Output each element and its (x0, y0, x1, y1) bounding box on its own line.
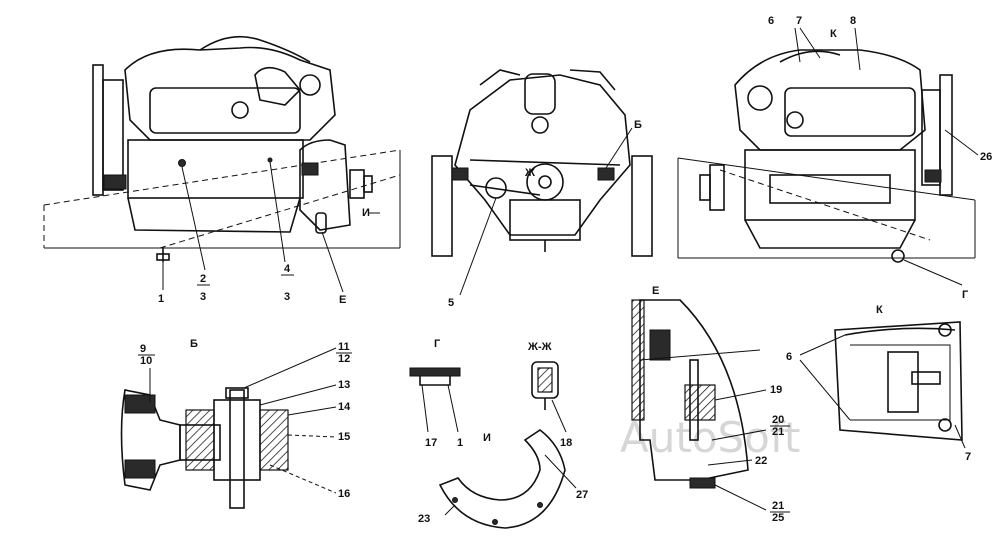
callout-14: 14 (338, 401, 351, 413)
callout-e: Е (339, 294, 346, 306)
callout-27: 27 (576, 489, 588, 501)
detail-k: К 6 7 (786, 304, 971, 463)
detail-k-title: К (876, 304, 883, 316)
detail-g: Г 17 1 (409, 338, 463, 449)
detail-zh-title: Ж-Ж (527, 341, 552, 353)
callout-25: 25 (772, 512, 784, 524)
detail-g-title: Г (434, 338, 441, 350)
callout-g: Г (962, 289, 969, 301)
callout-15: 15 (338, 431, 350, 443)
callout-17: 17 (425, 437, 437, 449)
callout-2: 2 (200, 273, 206, 285)
detail-i: И 23 27 (418, 429, 588, 529)
callout-7: 7 (796, 15, 802, 27)
detail-i-title: И (483, 432, 491, 444)
callout-21b: 21 (772, 500, 784, 512)
callout-13: 13 (338, 379, 350, 391)
front-view: 5 Б Ж (431, 69, 653, 309)
detail-b: Б 9 10 11 12 13 14 15 16 (120, 338, 352, 509)
callout-19: 19 (770, 384, 782, 396)
callout-22: 22 (755, 455, 767, 467)
callout-6b: 6 (786, 351, 792, 363)
right-side-view: 6 7 К 8 26 Г (677, 15, 992, 301)
detail-b-title: Б (190, 338, 198, 350)
callout-18: 18 (560, 437, 572, 449)
view-mark-k: К (830, 28, 837, 40)
callout-b: Б (634, 119, 642, 131)
callout-11: 11 (338, 341, 350, 353)
callout-1: 1 (158, 293, 164, 305)
callout-5: 5 (448, 297, 454, 309)
callout-26: 26 (980, 151, 992, 163)
detail-zh: Ж-Ж 18 (527, 341, 572, 449)
callout-10: 10 (140, 355, 152, 367)
callout-16: 16 (338, 488, 350, 500)
callout-9: 9 (140, 343, 146, 355)
callout-23: 23 (418, 513, 430, 525)
callout-20: 20 (772, 414, 784, 426)
section-mark-zh: Ж (524, 167, 535, 179)
callout-21: 21 (772, 426, 784, 438)
callout-3b: 3 (284, 291, 290, 303)
detail-e: Е 19 20 21 22 21 25 (631, 285, 790, 524)
callout-3: 3 (200, 291, 206, 303)
callout-6: 6 (768, 15, 774, 27)
callout-1b: 1 (457, 437, 463, 449)
detail-e-title: Е (652, 285, 659, 297)
callout-7b: 7 (965, 451, 971, 463)
watermark: AutoSoft (620, 413, 800, 462)
callout-8: 8 (850, 15, 856, 27)
left-side-view: 1 2 3 4 3 Е И (43, 35, 401, 306)
callout-12: 12 (338, 353, 350, 365)
view-arrow-i: И (362, 207, 370, 219)
callout-4: 4 (284, 263, 291, 275)
